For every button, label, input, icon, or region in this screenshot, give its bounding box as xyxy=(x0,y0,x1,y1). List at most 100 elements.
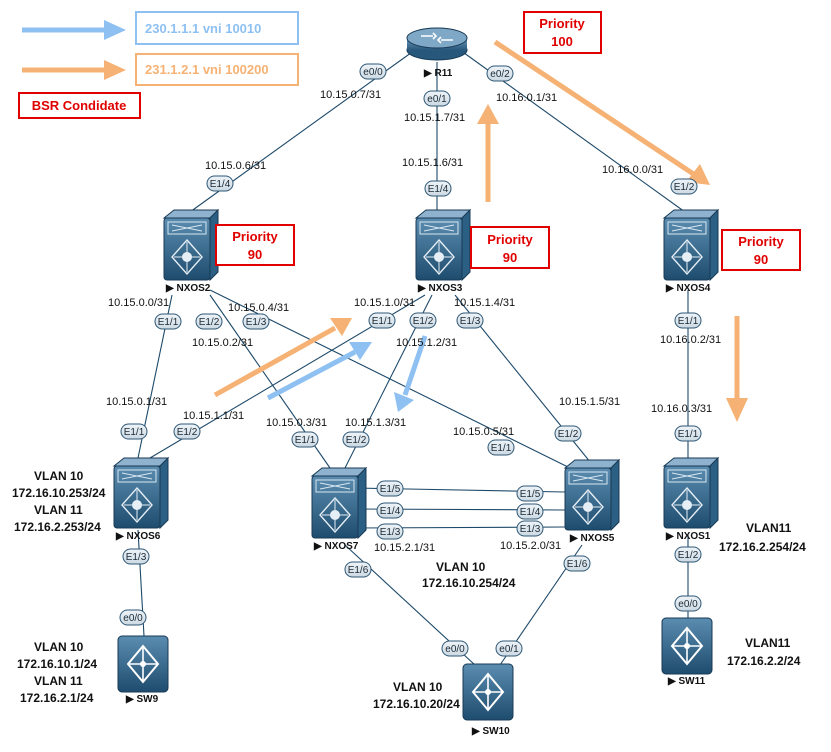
svg-text:90: 90 xyxy=(248,247,262,262)
orange-flow-arrow-nxos6-to-nxos3 xyxy=(213,318,352,398)
svg-text:E1/5: E1/5 xyxy=(520,489,541,500)
ip-nxos2-e14: 10.15.0.6/31 xyxy=(205,160,266,172)
interface-pill-n4-e12: E1/2 xyxy=(670,178,698,195)
interface-pill-n6-e13: E1/3 xyxy=(122,548,150,565)
legend: 230.1.1.1 vni 10010 231.1.2.1 vni 100200… xyxy=(18,11,299,119)
interface-pill-n2-e12: E1/2 xyxy=(195,313,223,330)
svg-text:E1/1: E1/1 xyxy=(372,316,393,327)
interface-pill-sw10-e01: e0/1 xyxy=(495,640,523,657)
vlan-nxos1-line1: VLAN11 xyxy=(746,521,792,535)
ip-nxos2-e11: 10.15.0.0/31 xyxy=(108,297,169,309)
interface-pill-n3-e12: E1/2 xyxy=(409,312,437,329)
switch-sw9-icon[interactable] xyxy=(117,635,169,693)
switch-nxos3-icon[interactable] xyxy=(415,209,471,281)
switch-nxos4-icon[interactable] xyxy=(663,209,719,281)
vlan-sw11-line1: VLAN11 xyxy=(745,636,791,650)
vlan-nxos6-line4: 172.16.2.253/24 xyxy=(14,520,101,534)
vlan-nxos6-line2: 172.16.10.253/24 xyxy=(12,486,106,500)
svg-text:E1/5: E1/5 xyxy=(380,484,401,495)
ip-nxos6-e11: 10.15.0.1/31 xyxy=(106,396,167,408)
legend-orange-label: 231.1.2.1 vni 100200 xyxy=(145,62,269,77)
svg-text:e0/0: e0/0 xyxy=(678,599,698,610)
links xyxy=(137,49,689,666)
ip-nxos7-e12: 10.15.1.3/31 xyxy=(345,417,406,429)
vlan-sw9-line4: 172.16.2.1/24 xyxy=(20,691,94,705)
svg-text:E1/1: E1/1 xyxy=(124,427,145,438)
svg-text:E1/3: E1/3 xyxy=(520,524,541,535)
vlan-nxos57-line2: 172.16.10.254/24 xyxy=(422,576,516,590)
svg-text:Priority: Priority xyxy=(232,229,278,244)
interface-pill-n4-e11: E1/1 xyxy=(674,312,702,329)
blue-flow-arrow-nxos3-to-nxos7 xyxy=(394,335,428,412)
interface-pill-n5-e14: E1/4 xyxy=(516,503,544,520)
interface-pill-n6-e11: E1/1 xyxy=(120,423,148,440)
svg-text:E1/3: E1/3 xyxy=(246,317,267,328)
interface-pill-n2-e11: E1/1 xyxy=(154,313,182,330)
ip-r11-e00: 10.15.0.7/31 xyxy=(320,89,381,101)
device-label-sw11: ▶ SW11 xyxy=(667,676,706,687)
interface-pill-r11-e01: e0/1 xyxy=(423,90,451,107)
legend-blue-label: 230.1.1.1 vni 10010 xyxy=(145,21,261,36)
switch-sw11-icon[interactable] xyxy=(661,617,713,675)
svg-text:E1/3: E1/3 xyxy=(126,552,147,563)
interface-pill-n7-e12: E1/2 xyxy=(342,431,370,448)
svg-text:E1/1: E1/1 xyxy=(491,443,512,454)
svg-text:e0/0: e0/0 xyxy=(363,67,383,78)
svg-text:90: 90 xyxy=(754,252,768,267)
ip-r11-e01: 10.15.1.7/31 xyxy=(404,112,465,124)
vlan-sw10-line2: 172.16.10.20/24 xyxy=(373,697,460,711)
interface-pill-n5-e12: E1/2 xyxy=(554,425,582,442)
svg-text:E1/6: E1/6 xyxy=(348,565,369,576)
orange-flow-arrow-nxos4-to-nxos1 xyxy=(726,316,748,422)
svg-text:E1/2: E1/2 xyxy=(558,429,579,440)
switch-nxos2-icon[interactable] xyxy=(163,209,219,281)
vlan-nxos6-line3: VLAN 11 xyxy=(34,503,83,517)
vlan-nxos1-line2: 172.16.2.254/24 xyxy=(719,540,806,554)
interface-pill-n3-e14: E1/4 xyxy=(424,180,452,197)
interface-pill-n7-e15: E1/5 xyxy=(376,480,404,497)
switch-nxos5-icon[interactable] xyxy=(564,459,620,531)
ip-nxos4-e12: 10.16.0.0/31 xyxy=(602,164,663,176)
interface-pill-n3-e13: E1/3 xyxy=(456,312,484,329)
svg-text:Priority: Priority xyxy=(539,16,585,31)
legend-bsr-box xyxy=(18,92,141,119)
vlan-sw9-line2: 172.16.10.1/24 xyxy=(17,657,97,671)
interface-pill-n3-e11: E1/1 xyxy=(368,312,396,329)
svg-text:Priority: Priority xyxy=(487,232,533,247)
svg-text:E1/1: E1/1 xyxy=(678,316,699,327)
priority-box-r11: Priority 100 xyxy=(523,11,602,54)
svg-text:E1/4: E1/4 xyxy=(428,184,449,195)
ip-nxos3-e11: 10.15.1.0/31 xyxy=(354,297,415,309)
vlan-nxos57-line1: VLAN 10 xyxy=(436,560,486,574)
ip-r11-e02: 10.16.0.1/31 xyxy=(496,92,557,104)
svg-text:E1/2: E1/2 xyxy=(199,317,220,328)
interface-pill-n5-e15: E1/5 xyxy=(516,485,544,502)
interface-pill-n7-e16: E1/6 xyxy=(344,561,372,578)
device-label-r11: ▶ R11 xyxy=(423,68,453,79)
ip-labels: 10.15.0.7/31 10.15.1.7/31 10.16.0.1/31 1… xyxy=(106,89,721,554)
vlan-sw11-line2: 172.16.2.2/24 xyxy=(727,654,801,668)
vlan-sw9-line3: VLAN 11 xyxy=(34,674,83,688)
ip-nxos2-e13: 10.15.0.4/31 xyxy=(228,302,289,314)
device-label-sw9: ▶ SW9 xyxy=(125,694,159,705)
router-r11-icon[interactable] xyxy=(406,27,468,61)
ip-nxos2-e12: 10.15.0.2/31 xyxy=(192,337,253,349)
switch-nxos6-icon[interactable] xyxy=(113,457,169,529)
priority-box-nxos3: Priority 90 xyxy=(470,226,550,269)
interface-pill-n5-e16: E1/6 xyxy=(563,555,591,572)
interface-pill-n5-e13: E1/3 xyxy=(516,520,544,537)
switch-sw10-icon[interactable] xyxy=(462,663,514,721)
legend-blue-arrow-icon xyxy=(22,20,126,40)
svg-text:E1/3: E1/3 xyxy=(380,527,401,538)
svg-text:E1/3: E1/3 xyxy=(460,316,481,327)
switch-nxos1-icon[interactable] xyxy=(663,457,719,529)
ip-nxos5-e12: 10.15.1.5/31 xyxy=(559,396,620,408)
traffic-arrows xyxy=(213,39,748,422)
switch-nxos7-icon[interactable] xyxy=(311,467,367,539)
device-label-nxos4: ▶ NXOS4 xyxy=(665,283,711,294)
svg-text:E1/1: E1/1 xyxy=(158,317,179,328)
svg-text:e0/1: e0/1 xyxy=(499,644,519,655)
priority-box-nxos4: Priority 90 xyxy=(721,229,801,271)
svg-text:E1/4: E1/4 xyxy=(380,506,401,517)
device-label-nxos2: ▶ NXOS2 xyxy=(165,283,211,294)
